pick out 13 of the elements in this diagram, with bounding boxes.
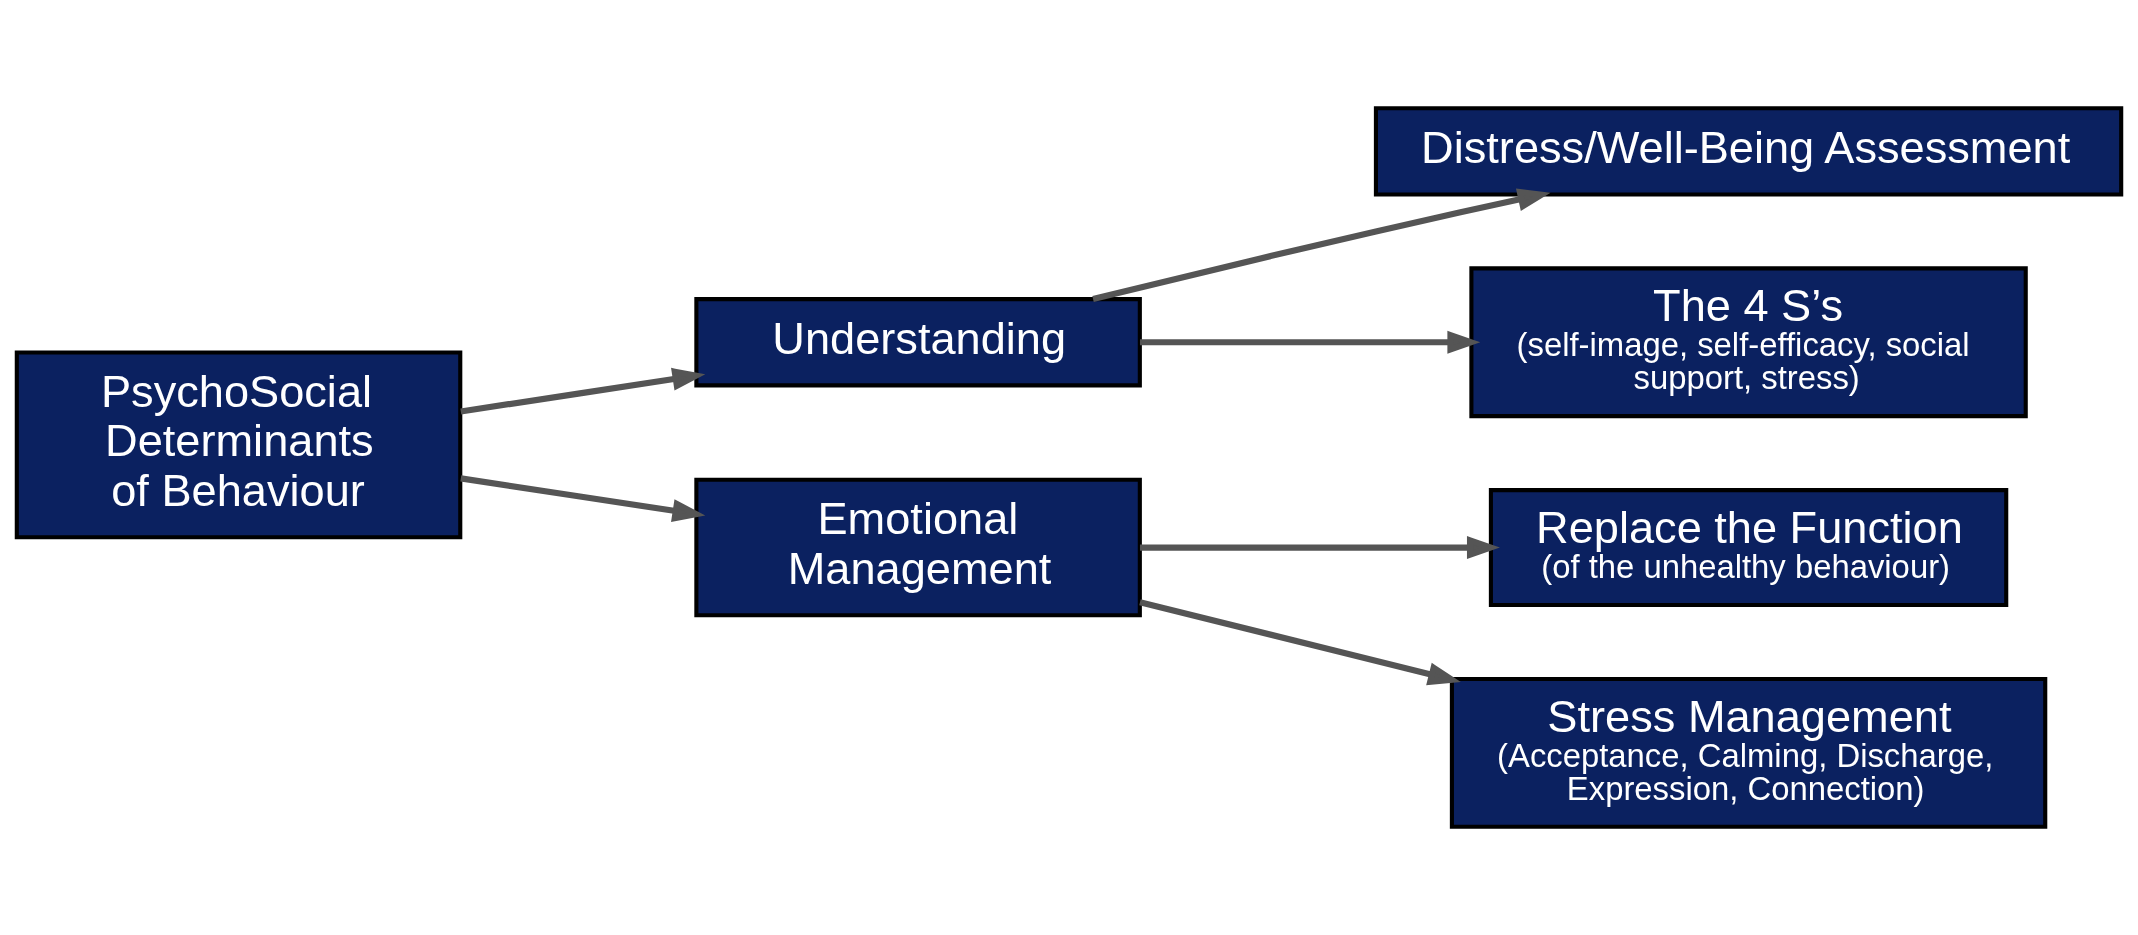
- node-box: Understanding: [694, 297, 1142, 388]
- arrow: [1139, 599, 1461, 686]
- arrow: [1139, 330, 1481, 354]
- node-box: Replace the Function (of the unhealthy behaviour): [1488, 488, 2009, 608]
- node-box: Distress/Well-Being Assessment: [1373, 106, 2124, 197]
- node-box: The 4 S’s (self-image, self-efficacy, social support, stress): [1469, 266, 2028, 419]
- arrow: [1139, 536, 1500, 560]
- node-box: Stress Management (Acceptance, Calming, Discharge, Expression, Connection): [1449, 676, 2048, 829]
- arrow: [460, 475, 706, 522]
- arrow: [460, 367, 706, 415]
- node-box: Emotional Management: [694, 477, 1142, 618]
- arrow: [1092, 188, 1551, 303]
- node-box: PsychoSocial Determinants of Behaviour: [14, 350, 463, 540]
